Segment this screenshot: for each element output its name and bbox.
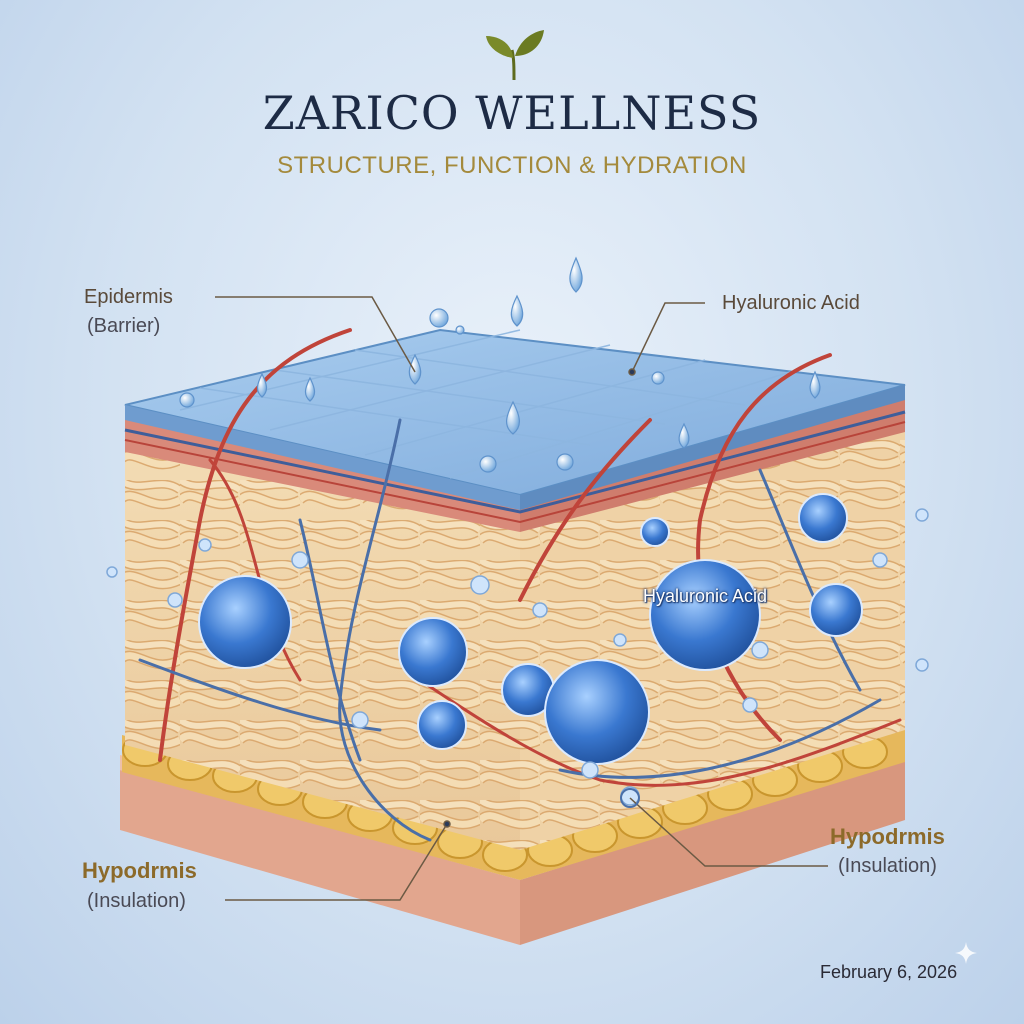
brand-subtitle: STRUCTURE, FUNCTION & HYDRATION xyxy=(277,152,747,179)
hyaluronic-acid-label: Hyaluronic Acid xyxy=(722,292,860,314)
brand-title: ZARICO WELLNESS xyxy=(262,86,762,140)
hyaluronic-acid-inner-label: Hyaluronic Acid xyxy=(642,586,768,606)
header: ZARICO WELLNESS STRUCTURE, FUNCTION & HY… xyxy=(0,0,1024,200)
sparkle-icon xyxy=(955,942,977,964)
water-droplets xyxy=(179,256,821,473)
blood-vessels xyxy=(138,328,902,842)
base-layer xyxy=(120,750,905,945)
hypodermis-left-label: Hypodrmis xyxy=(82,858,197,883)
leader-lines xyxy=(215,296,828,901)
epidermis-role: (Barrier) xyxy=(87,315,161,337)
hypodermis-left-role: (Insulation) xyxy=(87,890,186,912)
hyaluronic-acid-spheres xyxy=(198,493,863,765)
water-bubbles xyxy=(106,508,929,806)
epidermis-label: Epidermis xyxy=(84,286,173,308)
hypodermis-right-role: (Insulation) xyxy=(838,855,937,877)
hypodermis-right-label: Hypodrmis xyxy=(830,824,945,849)
date-stamp: February 6, 2026 xyxy=(820,962,958,982)
leaf-sprout-icon xyxy=(486,30,544,81)
